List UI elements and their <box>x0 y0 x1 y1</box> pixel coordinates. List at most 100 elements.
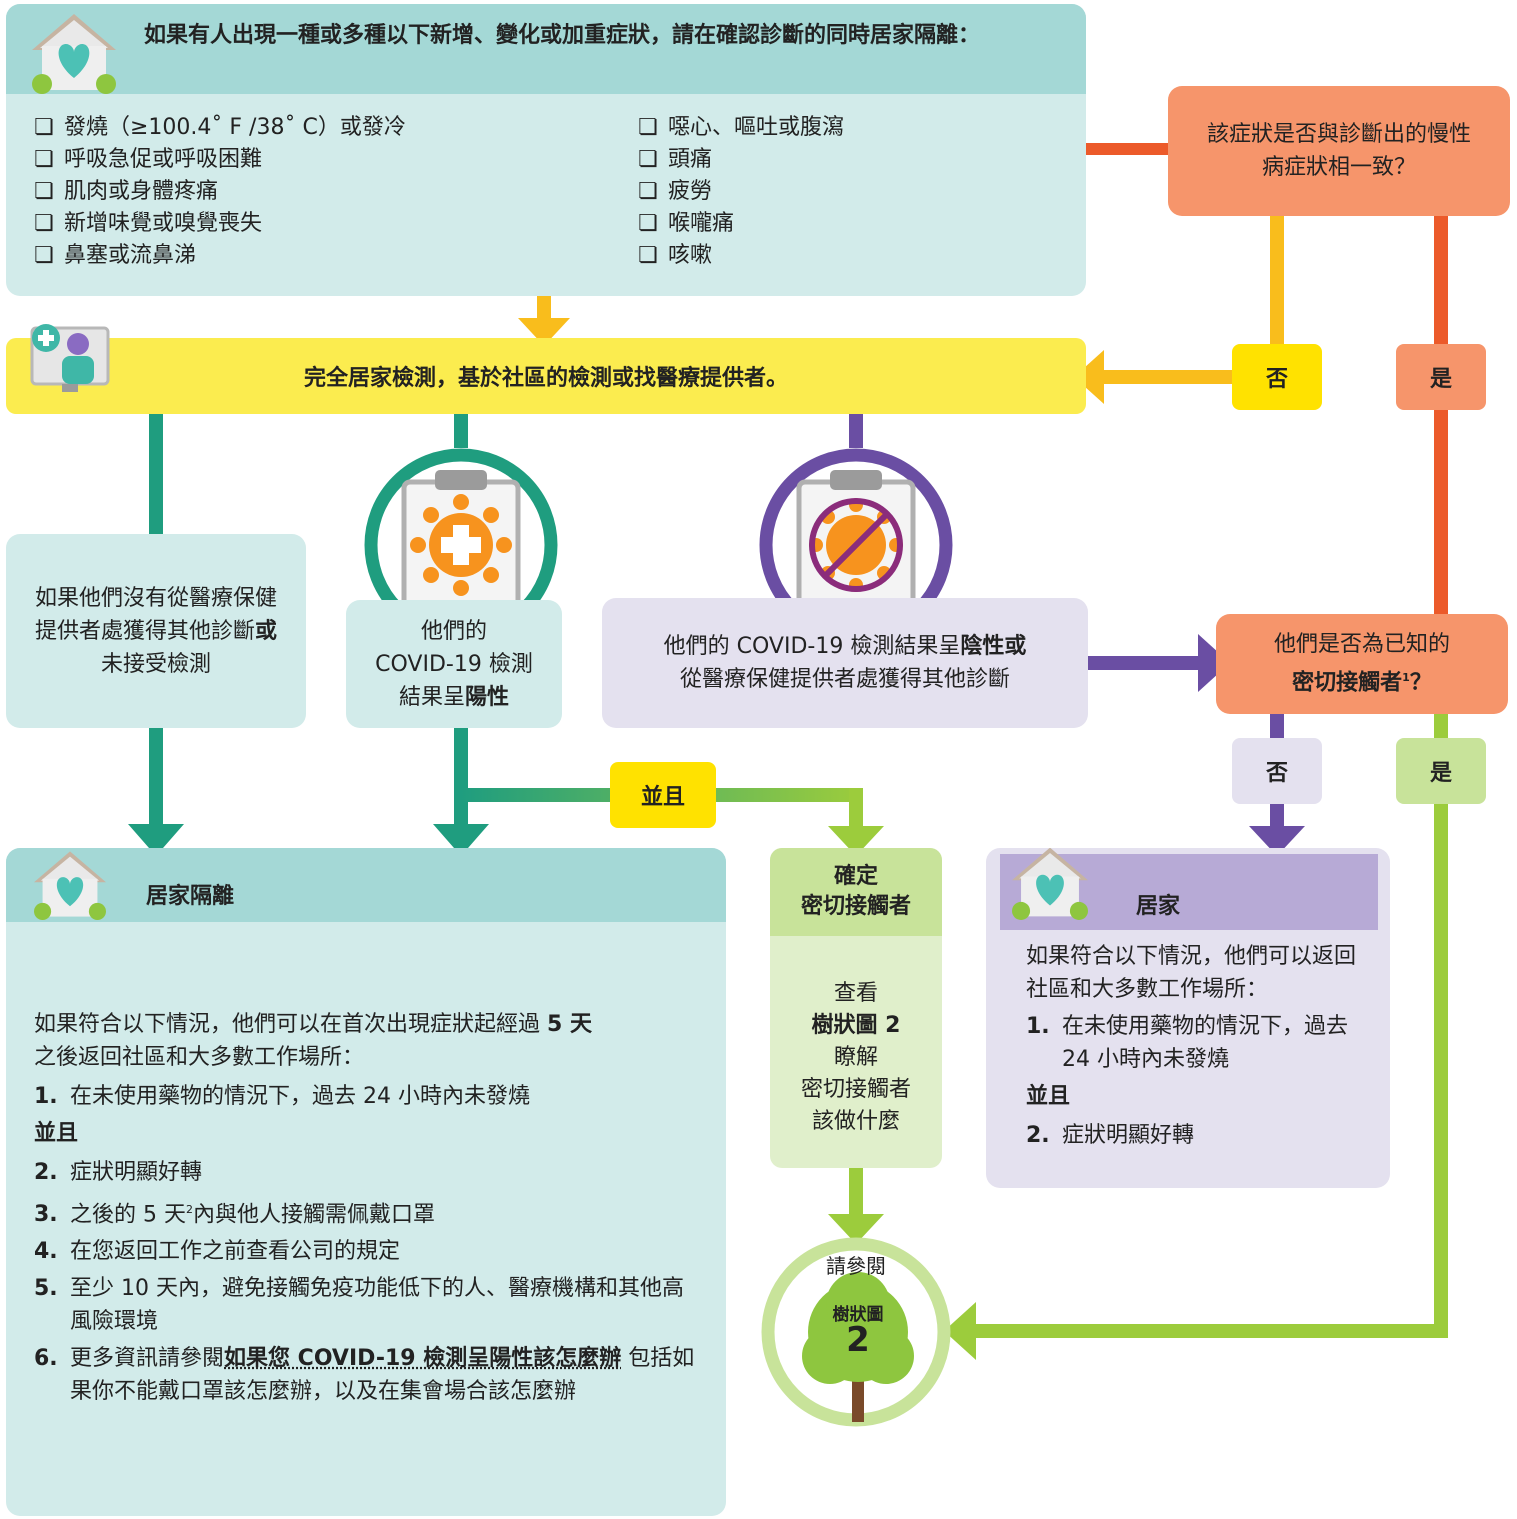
badge-yes-chronic: 是 <box>1396 344 1486 410</box>
no-diagnosis-text: 如果他們沒有從醫療保健提供者處獲得其他診斷或未接受檢測 <box>34 585 278 677</box>
symptoms-left-list: ❏發燒（≥100.4˚ F /38˚ C）或發冷 ❏呼吸急促或呼吸困難 ❏肌肉或… <box>34 112 406 272</box>
step-item: 5.至少 10 天內，避免接觸免疫功能低下的人、醫療機構和其他高風險環境 <box>34 1276 684 1335</box>
connector-contacts-tree <box>849 1168 863 1220</box>
arrow-left-isolation <box>128 824 184 856</box>
contact-question-line1: 他們是否為已知的 <box>1273 632 1450 658</box>
checkbox-icon: ❏ <box>34 211 54 236</box>
test-bar: 完全居家檢測，基於社區的檢測或找醫療提供者。 <box>6 338 1086 414</box>
checkbox-icon: ❏ <box>34 243 54 268</box>
step-item: 1.在未使用藥物的情況下，過去 24 小時內未發燒 <box>1026 1014 1349 1072</box>
and-label: 並且 <box>1026 1084 1071 1109</box>
symptom-item: ❏咳嗽 <box>638 240 844 272</box>
positive-line2: COVID-19 檢測 <box>375 651 533 677</box>
contacts-line: 樹狀圖 2 <box>811 1013 901 1038</box>
connector-contact-yes <box>1434 712 1448 738</box>
home-body: 如果符合以下情況，他們可以返回社區和大多數工作場所： 1.在未使用藥物的情況下，… <box>1026 940 1366 1156</box>
contacts-title-line1: 確定 <box>833 864 878 889</box>
home-isolation-box: 居家隔離 如果符合以下情況，他們可以在首次出現症狀起經過 5 天之後返回社區和大… <box>6 848 726 1516</box>
connector-no-home <box>1270 802 1284 830</box>
contacts-line: 該做什麼 <box>811 1109 900 1134</box>
connector-contacts-down <box>849 788 863 828</box>
isolation-steps: 1.在未使用藥物的情況下，過去 24 小時內未發燒 <box>34 1080 704 1113</box>
home-box: 居家 如果符合以下情況，他們可以返回社區和大多數工作場所： 1.在未使用藥物的情… <box>986 848 1390 1188</box>
positive-test-link[interactable]: 如果您 COVID-19 檢測呈陽性該怎麼辦 <box>224 1346 622 1372</box>
checkbox-icon: ❏ <box>638 179 658 204</box>
connector-chronic-no <box>1270 214 1284 344</box>
connector-yes-tree <box>1434 802 1448 1338</box>
chronic-question-box: 該症狀是否與診斷出的慢性病症狀相一致？ <box>1168 86 1510 216</box>
chronic-question-text: 該症狀是否與診斷出的慢性病症狀相一致？ <box>1206 122 1471 180</box>
house-heart-icon <box>1004 848 1096 920</box>
connector-top-down <box>537 296 551 320</box>
arrow-top-down <box>518 318 570 346</box>
badge-no-chronic: 否 <box>1232 344 1322 410</box>
arrow-positive-isolation <box>433 824 489 856</box>
contacts-header: 確定 密切接觸者 <box>770 848 942 936</box>
house-heart-icon <box>24 848 116 920</box>
badge-yes-contact: 是 <box>1396 738 1486 804</box>
arrow-contact-question <box>1198 634 1230 692</box>
connector-bar-positive <box>454 414 468 448</box>
connector-bar-negative <box>849 414 863 448</box>
contacts-line: 查看 <box>833 981 878 1006</box>
doctor-monitor-icon <box>28 318 112 396</box>
checkbox-icon: ❏ <box>34 115 54 140</box>
symptom-item: ❏疲勞 <box>638 176 844 208</box>
positive-line3: 結果呈陽性 <box>398 684 510 710</box>
isolation-header <box>6 848 726 922</box>
step-item: 2.症狀明顯好轉 <box>34 1160 203 1185</box>
clipboard-negative-icon <box>796 470 916 615</box>
house-heart-icon <box>24 10 124 94</box>
checkbox-icon: ❏ <box>34 179 54 204</box>
isolation-intro: 如果符合以下情況，他們可以在首次出現症狀起經過 5 天之後返回社區和大多數工作場… <box>34 1012 592 1070</box>
identify-contacts-box: 確定 密切接觸者 查看 樹狀圖 2 瞭解 密切接觸者 該做什麼 <box>770 848 942 1168</box>
step-item: 3.之後的 5 天2內與他人接觸需佩戴口罩 <box>34 1202 435 1228</box>
home-steps: 1.在未使用藥物的情況下，過去 24 小時內未發燒 <box>1026 1010 1366 1076</box>
connector-left-down <box>149 728 163 826</box>
contact-question-box: 他們是否為已知的 密切接觸者1？ <box>1216 614 1508 714</box>
clipboard-positive-icon <box>401 470 521 615</box>
contact-question-line2: 密切接觸者1？ <box>1292 670 1432 696</box>
tree-label: 樹狀圖 <box>832 1305 884 1325</box>
step-item: 2.症狀明顯好轉 <box>1026 1123 1195 1148</box>
isolation-body: 如果符合以下情況，他們可以在首次出現症狀起經過 5 天之後返回社區和大多數工作場… <box>34 1008 704 1412</box>
symptom-item: ❏發燒（≥100.4˚ F /38˚ C）或發冷 <box>34 112 406 144</box>
symptom-item: ❏噁心、嘔吐或腹瀉 <box>638 112 844 144</box>
arrow-tree-down <box>828 1214 884 1244</box>
arrow-to-test-bar <box>1074 350 1104 404</box>
home-title: 居家 <box>1136 894 1181 919</box>
test-bar-text: 完全居家檢測，基於社區的檢測或找醫療提供者。 <box>303 366 788 391</box>
symptom-item: ❏喉嚨痛 <box>638 208 844 240</box>
positive-result-box: 他們的 COVID-19 檢測 結果呈陽性 <box>346 600 562 728</box>
symptoms-right-list: ❏噁心、嘔吐或腹瀉 ❏頭痛 ❏疲勞 ❏喉嚨痛 ❏咳嗽 <box>638 112 844 272</box>
symptoms-header <box>6 4 1086 94</box>
connector-no-to-bar <box>1098 370 1232 384</box>
contacts-title-line2: 密切接觸者 <box>800 894 911 919</box>
symptoms-box: 如果有人出現一種或多種以下新增、變化或加重症狀，請在確認診斷的同時居家隔離： ❏… <box>6 4 1086 296</box>
negative-line1: 他們的 COVID-19 檢測結果呈陰性或 <box>663 634 1027 659</box>
isolation-title: 居家隔離 <box>146 884 235 909</box>
checkbox-icon: ❏ <box>638 147 658 172</box>
connector-positive-down <box>454 728 468 826</box>
symptom-item: ❏肌肉或身體疼痛 <box>34 176 406 208</box>
symptom-item: ❏頭痛 <box>638 144 844 176</box>
connector-to-chronic <box>1086 143 1168 155</box>
badge-no-contact: 否 <box>1232 738 1322 804</box>
tree-ref-label: 請參閱 <box>826 1254 886 1278</box>
badge-and: 並且 <box>610 762 716 828</box>
arrow-home <box>1249 826 1305 856</box>
connector-bar-left <box>149 414 163 534</box>
contacts-line: 瞭解 <box>833 1045 878 1070</box>
checkbox-icon: ❏ <box>638 243 658 268</box>
step-item: 6.更多資訊請參閱如果您 COVID-19 檢測呈陽性該怎麼辦 包括如果你不能戴… <box>34 1346 695 1405</box>
positive-line1: 他們的 <box>420 618 487 644</box>
checkbox-icon: ❏ <box>34 147 54 172</box>
tree-number: 2 <box>846 1320 870 1360</box>
home-steps-cont: 2.症狀明顯好轉 <box>1026 1119 1366 1152</box>
connector-chronic-yes <box>1434 214 1448 346</box>
symptoms-title: 如果有人出現一種或多種以下新增、變化或加重症狀，請在確認診斷的同時居家隔離： <box>144 23 981 48</box>
checkbox-icon: ❏ <box>638 211 658 236</box>
symptom-item: ❏呼吸急促或呼吸困難 <box>34 144 406 176</box>
tree-icon <box>802 1272 914 1422</box>
